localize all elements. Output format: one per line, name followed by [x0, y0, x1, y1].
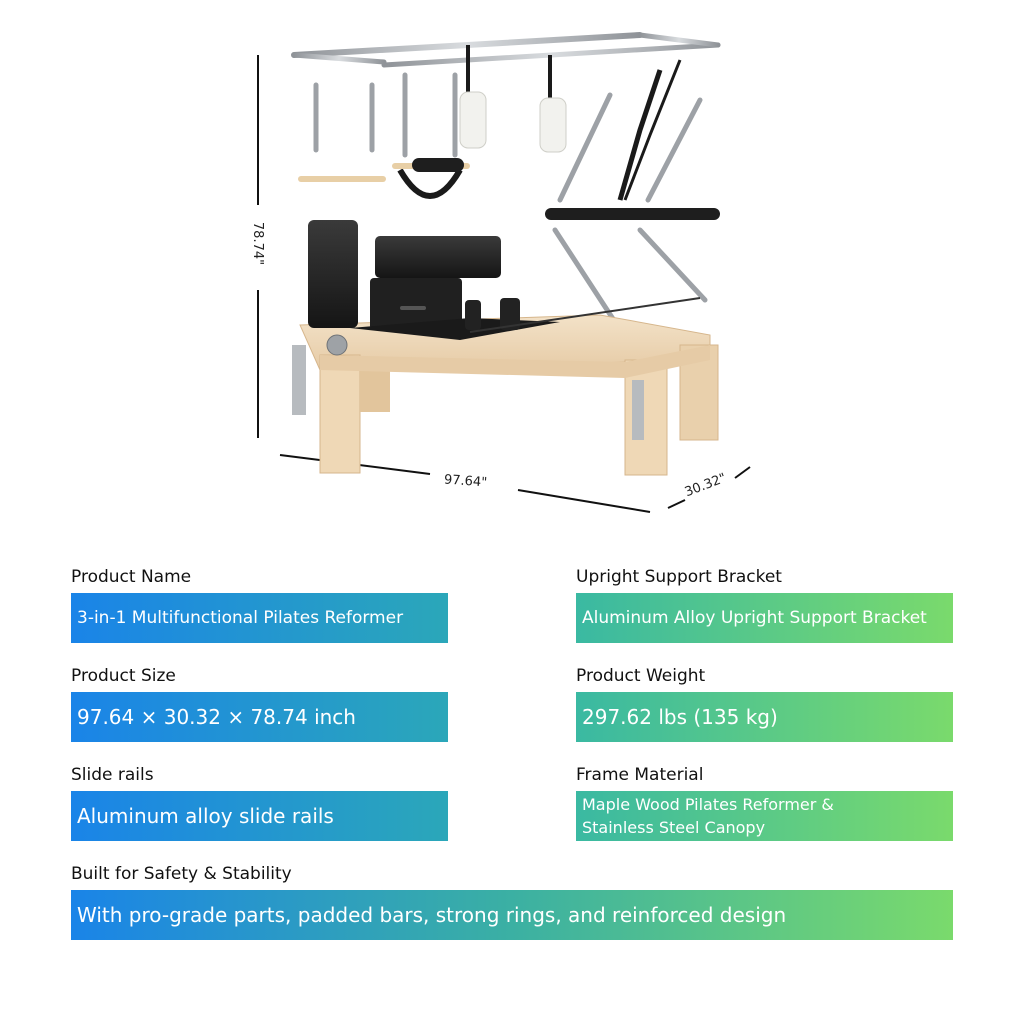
hanging-pad-left: [459, 91, 487, 149]
product-name-value-box: 3-in-1 Multifunctional Pilates Reformer: [71, 593, 448, 643]
hanging-pad-right: [539, 97, 567, 153]
sitting-box-bottom: [370, 278, 462, 330]
jump-board: [308, 220, 358, 328]
product-size-value-box: 97.64 × 30.32 × 78.74 inch: [71, 692, 448, 742]
padded-crossbar-right: [545, 208, 720, 220]
safety-value-box: With pro-grade parts, padded bars, stron…: [71, 890, 953, 940]
product-name-label: Product Name: [71, 567, 192, 587]
product-weight-value-box: 297.62 lbs (135 kg): [576, 692, 953, 742]
upright-bracket-value: Aluminum Alloy Upright Support Bracket: [582, 608, 927, 628]
slide-rails-value-box: Aluminum alloy slide rails: [71, 791, 448, 841]
frame-material-value-box: Maple Wood Pilates Reformer & Stainless …: [576, 791, 953, 841]
spring-right-1: [557, 92, 613, 203]
shoulder-rest-1: [465, 300, 481, 330]
safety-label: Built for Safety & Stability: [71, 864, 292, 884]
product-weight-label: Product Weight: [576, 666, 706, 686]
depth-dimension-line-left: [667, 499, 686, 509]
frame-material-label: Frame Material: [576, 765, 704, 785]
canopy-top-rail-right: [637, 32, 721, 48]
sitting-box-top: [375, 236, 501, 278]
safety-value: With pro-grade parts, padded bars, stron…: [77, 903, 787, 927]
spring-right-2: [645, 97, 703, 203]
canopy-top-rail-left: [291, 52, 387, 65]
height-dimension-label: 78.74": [250, 221, 266, 266]
length-dimension-line-right: [517, 489, 651, 513]
wood-bar-left: [298, 176, 386, 182]
length-dimension-label: 97.64": [443, 472, 488, 491]
slide-rails-label: Slide rails: [71, 765, 154, 785]
product-figure: 78.74" 97.64" 30.32": [250, 32, 751, 513]
strap-trapeze: [397, 168, 463, 199]
frame-material-value: Maple Wood Pilates Reformer & Stainless …: [582, 795, 834, 837]
pulley-wheel: [326, 334, 348, 356]
upright-bracket-value-box: Aluminum Alloy Upright Support Bracket: [576, 593, 953, 643]
box-handle: [400, 306, 426, 310]
steel-bracket-left: [292, 345, 306, 415]
footbar-cable: [469, 297, 701, 333]
black-roll-bar: [412, 158, 464, 172]
spring-lower-2: [637, 227, 708, 303]
product-size-value: 97.64 × 30.32 × 78.74 inch: [77, 705, 356, 729]
straps: [397, 45, 682, 201]
leg-front-left: [319, 354, 361, 474]
upholstery: [308, 220, 701, 340]
reformer-side-rail: [320, 345, 710, 378]
depth-dimension-line-right: [734, 466, 751, 479]
product-name-value: 3-in-1 Multifunctional Pilates Reformer: [77, 608, 404, 628]
pilates-reformer-illustration: [257, 32, 751, 513]
upright-bracket-label: Upright Support Bracket: [576, 567, 782, 587]
strap-hanging-loop: [617, 69, 663, 201]
shoulder-rest-2: [500, 298, 520, 330]
leg-front-right: [624, 359, 668, 476]
reformer-base: [292, 314, 719, 476]
product-weight-value: 297.62 lbs (135 kg): [582, 705, 778, 729]
slide-rails-value: Aluminum alloy slide rails: [77, 804, 334, 828]
canopy-frame: [291, 32, 721, 421]
product-size-label: Product Size: [71, 666, 176, 686]
strap-hanging-loop-2: [623, 59, 682, 201]
steel-bracket-right: [632, 380, 644, 440]
